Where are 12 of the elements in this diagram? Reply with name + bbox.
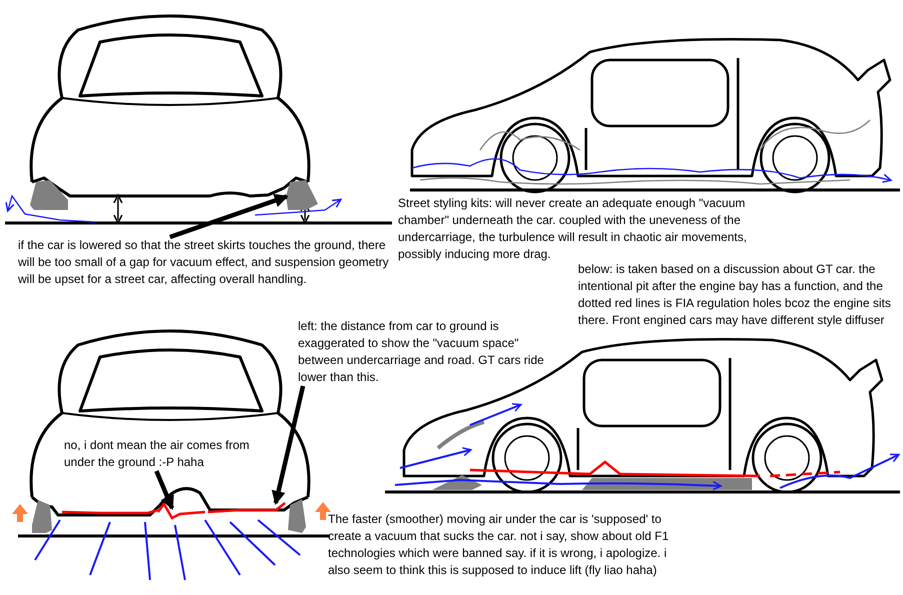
underbody-line bbox=[208, 502, 286, 514]
note-text: Street styling kits: will never create an adequate enough "vacuum chamber" underneath the car. coupled with the uneveness of the undercarriage, the turbulence will result in chaotic air movements, possibly inducing more drag. bbox=[398, 195, 748, 263]
leader-arrow bbox=[154, 470, 174, 510]
annotation-text: no, i dont mean the air comes from under the ground :-P haha bbox=[64, 437, 250, 471]
underbody-line bbox=[157, 502, 206, 520]
note-text: below: is taken based on a discussion about GT car. the intentional pit after the engine bay has a function, and the dotted red lines is FIA regulation holes bcoz the engine sits there. Front engined cars may have different style diffuser bbox=[578, 261, 892, 329]
leader-arrow bbox=[272, 386, 306, 505]
side-skirt bbox=[286, 180, 318, 210]
note-text: The faster (smoother) moving air under the car is 'supposed' to create a vacuum that sucks the car. not i say, show about old F1 technologies which were banned say. if it is wrong, i apologize. i also seem to think this is supposed to induce lift (fly liao haha) bbox=[328, 511, 670, 579]
annotation-text: left: the distance from car to ground is exaggerated to show the "vacuum space" between undercarriage and road. GT cars ride lower than this. bbox=[298, 318, 545, 386]
leader-arrow bbox=[169, 194, 289, 240]
annotation-text: if the car is lowered so that the street skirts touches the ground, there will be too small of a gap for vacuum effect, and suspension geometry will be upset for a street car, affecting overall handling. bbox=[18, 237, 390, 288]
